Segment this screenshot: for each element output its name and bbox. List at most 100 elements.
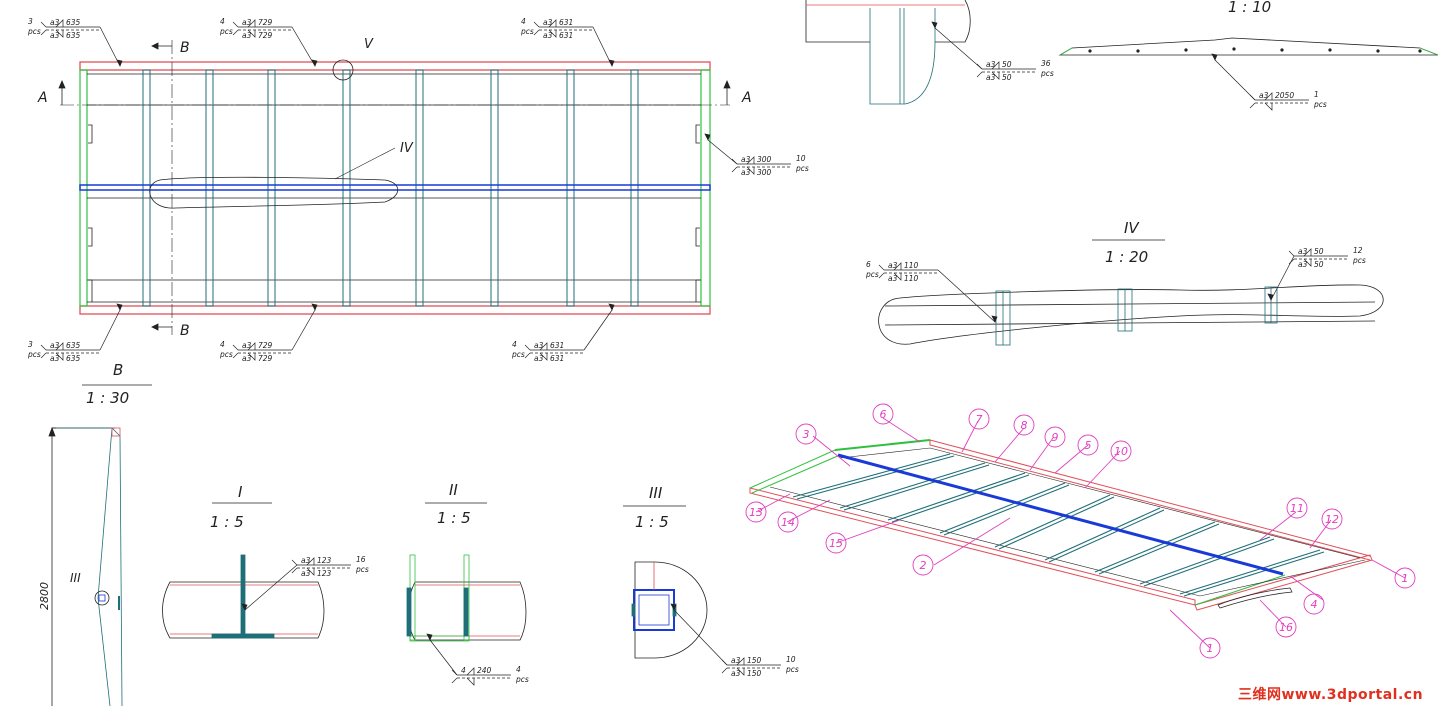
- detail-ii-scale: 1 : 5: [437, 509, 471, 527]
- weld-text: 50: [1314, 260, 1324, 269]
- weld-text: a3: [50, 354, 60, 363]
- detail-iii-title: III: [649, 484, 663, 502]
- weld-text: 10: [786, 655, 796, 664]
- weld-text: 729: [258, 354, 273, 363]
- main-plan-view: [58, 40, 731, 335]
- weld-text: 631: [550, 341, 564, 350]
- weld-text: 4: [220, 340, 225, 349]
- weld-text: 3: [28, 17, 33, 26]
- section-a-right-label: A: [741, 90, 752, 106]
- weld-text: 635: [66, 341, 81, 350]
- balloon-number: 14: [781, 516, 795, 529]
- detail-iv-title: IV: [1124, 219, 1140, 237]
- weld-text: 4: [220, 17, 225, 26]
- weld-text: pcs: [1040, 69, 1054, 78]
- detail-i-title: I: [238, 483, 243, 501]
- balloon-number: 3: [803, 428, 810, 441]
- detail-v-label: V: [364, 37, 374, 52]
- weld-text: pcs: [795, 164, 809, 173]
- weld-text: 50: [1002, 73, 1012, 82]
- part-balloons: [745, 403, 1416, 659]
- balloon-number: 8: [1021, 419, 1028, 432]
- frame-bottom-rail: [79, 305, 711, 315]
- weld-text: pcs: [515, 675, 529, 684]
- weld-text: a3: [50, 341, 60, 350]
- detail-iv-label: IV: [400, 141, 414, 156]
- balloon-number: 9: [1052, 431, 1059, 444]
- main-view-labels: B B A A IV V: [37, 37, 752, 339]
- weld-text: 4: [461, 666, 466, 675]
- weld-text: 16: [356, 555, 366, 564]
- weld-text: pcs: [511, 350, 525, 359]
- balloon-number: 15: [829, 537, 843, 550]
- weld-text: a3: [888, 274, 898, 283]
- detail-i-scale: 1 : 5: [210, 513, 244, 531]
- frame-top-rail: [79, 61, 711, 71]
- detail-i-view: [162, 502, 325, 639]
- weld-text: 36: [1041, 59, 1051, 68]
- balloon-number: 6: [880, 408, 887, 421]
- weld-text: pcs: [27, 27, 41, 36]
- top-partial-view: [805, 0, 971, 105]
- weld-text: 729: [258, 341, 273, 350]
- detail-iii-scale: 1 : 5: [635, 513, 669, 531]
- weld-text: pcs: [865, 270, 879, 279]
- detail-iv-outline: [149, 176, 399, 209]
- weld-text: 50: [1314, 247, 1324, 256]
- detail-iv-view: [878, 239, 1384, 346]
- weld-text: pcs: [520, 27, 534, 36]
- weld-text: 123: [317, 569, 332, 578]
- weld-text: 4: [512, 340, 517, 349]
- weld-text: 150: [747, 669, 762, 678]
- weld-text: a3: [1259, 91, 1269, 100]
- weld-text: pcs: [219, 350, 233, 359]
- weld-text: 1: [1314, 90, 1319, 99]
- weld-text: 635: [66, 31, 81, 40]
- weld-text: 635: [66, 354, 81, 363]
- isometric-view: [749, 439, 1373, 611]
- view-b-title: B: [113, 361, 123, 379]
- weld-text: a3: [242, 18, 252, 27]
- weld-text: a3: [301, 556, 311, 565]
- weld-text: a3: [543, 31, 553, 40]
- balloon-leaders: [755, 417, 1406, 649]
- weld-text: a3: [543, 18, 553, 27]
- balloon-numbers: 1 2 3 4 5 6 7 8 9 10 11 12 13 14 15 16 1: [749, 408, 1409, 655]
- weld-text: 631: [559, 18, 573, 27]
- weld-text: 123: [317, 556, 332, 565]
- weld-text: a3: [242, 341, 252, 350]
- weld-text: a3: [534, 341, 544, 350]
- weld-text: a3: [741, 155, 751, 164]
- weld-text: a3: [50, 31, 60, 40]
- balloon-circles: [745, 403, 1416, 659]
- weld-text: a3: [731, 656, 741, 665]
- weld-text: a3: [888, 261, 898, 270]
- weld-text: 4: [516, 665, 521, 674]
- weld-text: 729: [258, 18, 273, 27]
- weld-text: 4: [521, 17, 526, 26]
- balloon-number: 1: [1207, 642, 1214, 655]
- weld-text: pcs: [27, 350, 41, 359]
- balloon-number: 11: [1290, 502, 1304, 515]
- weld-text: a3: [1298, 247, 1308, 256]
- detail-v-circle: [332, 59, 354, 81]
- detail-ii-title: II: [449, 481, 458, 499]
- balloon-number: 10: [1114, 445, 1128, 458]
- weld-text: a3: [242, 354, 252, 363]
- watermark: 三维网www.3dportal.cn: [1238, 687, 1424, 703]
- scale-1-10-view: [1058, 37, 1439, 56]
- weld-text: 300: [757, 155, 772, 164]
- weld-text: a3: [242, 31, 252, 40]
- ribs: [142, 69, 639, 307]
- weld-text: pcs: [1313, 100, 1327, 109]
